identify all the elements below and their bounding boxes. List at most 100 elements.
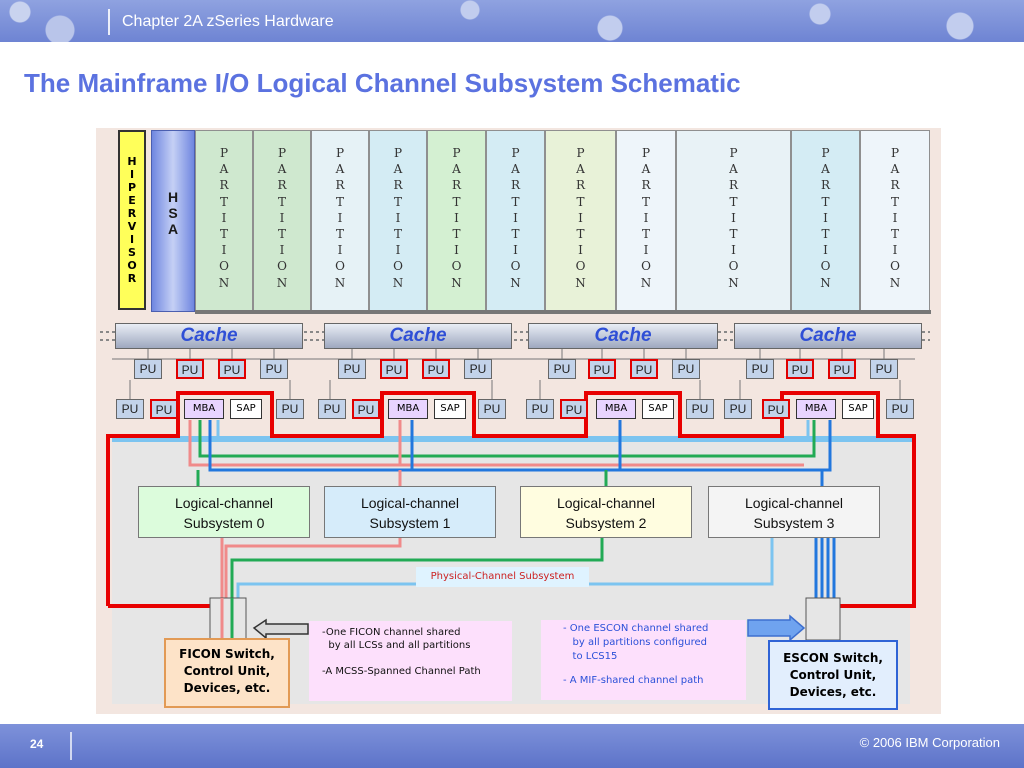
partition-letter: R <box>728 178 739 193</box>
partition-letter: I <box>731 210 736 225</box>
green-bus <box>198 420 816 458</box>
escon-switch-line2: Control Unit, <box>789 668 877 682</box>
pu-box: PU <box>338 359 366 379</box>
partition-letter: P <box>641 146 651 160</box>
partition-letter: T <box>641 227 650 242</box>
partition-letter: I <box>395 210 401 225</box>
lcs-0-line1: Logical-channel <box>174 495 274 511</box>
lcs-2-line2: Subsystem 2 <box>565 515 647 531</box>
copyright: © 2006 IBM Corporation <box>859 735 1000 750</box>
partition-letter: R <box>820 178 831 193</box>
partition-letter: P <box>219 146 229 160</box>
partition-letter: R <box>575 178 586 193</box>
hypervisor-letter: S <box>128 246 136 259</box>
partition-letter: I <box>454 243 459 258</box>
partition-letter: T <box>890 194 899 209</box>
ficon-note-line1: -One FICON channel shared <box>322 627 461 638</box>
physical-channel-subsystem-label: Physical-Channel Subsystem <box>416 567 589 587</box>
escon-channel-box <box>805 597 841 641</box>
partition-letter: P <box>393 146 403 160</box>
partition-letter: T <box>821 194 830 209</box>
pu-box: PU <box>318 399 346 419</box>
pu-box: PU <box>724 399 752 419</box>
ficon-note-line3: -A MCSS-Spanned Channel Path <box>322 666 481 677</box>
pu-box: PU <box>464 359 492 379</box>
partition-letter: P <box>821 146 830 160</box>
pu-box: PU <box>116 399 144 419</box>
partition-letter: I <box>643 210 649 225</box>
hsa-box: H S A <box>151 130 195 312</box>
pu-box: PU <box>560 399 588 419</box>
partition-letter: R <box>335 178 345 193</box>
partition-letter: A <box>219 162 229 177</box>
partition-letter: R <box>393 178 403 193</box>
pu-box: PU <box>886 399 914 419</box>
partition-letter: T <box>511 194 520 209</box>
partition-letter: O <box>335 259 345 274</box>
partition-letter: I <box>823 243 828 258</box>
cache-box: Cache <box>115 323 303 349</box>
pu-box: PU <box>630 359 658 379</box>
partition-letter: N <box>889 275 901 290</box>
partition-letter: I <box>337 243 343 258</box>
pu-box: PU <box>276 399 304 419</box>
lcs-2-line1: Logical-channel <box>556 495 656 511</box>
cache-box: Cache <box>734 323 922 349</box>
header-divider <box>108 9 110 35</box>
red-chain-path <box>106 391 916 608</box>
partition-letter: R <box>890 178 900 193</box>
partition-letter: A <box>641 162 651 177</box>
hypervisor-box: H I P E R V I S O R <box>118 130 146 310</box>
mba-box: MBA <box>596 399 636 419</box>
salmon-bus <box>188 420 402 467</box>
partition-letter: P <box>452 146 461 160</box>
partition-letter: I <box>454 210 459 225</box>
partition-letter: A <box>729 162 738 177</box>
partition-letter: T <box>393 227 402 242</box>
partition-letter: P <box>729 146 738 160</box>
pu-box: PU <box>786 359 814 379</box>
partition-letter: O <box>820 259 831 274</box>
partition-letter: T <box>277 227 286 242</box>
partition-letter: I <box>731 243 736 258</box>
escon-switch-line3: Devices, etc. <box>789 685 877 699</box>
partition-letter: I <box>892 243 898 258</box>
partition-letter: T <box>452 194 461 209</box>
partition-letter: I <box>221 243 227 258</box>
slide-title: The Mainframe I/O Logical Channel Subsys… <box>24 68 741 98</box>
partition-letter: I <box>221 210 227 225</box>
partition-letter: I <box>643 243 649 258</box>
pu-row2-stubs <box>129 380 901 399</box>
lcs-1-line2: Subsystem 1 <box>369 515 451 531</box>
partition-letter: I <box>892 210 898 225</box>
partition-letter: P <box>511 146 520 160</box>
partition-letter: I <box>279 210 285 225</box>
partition-letter: A <box>452 162 461 177</box>
lcs-1-box: Logical-channel Subsystem 1 <box>324 486 496 538</box>
chapter-title: Chapter 2A zSeries Hardware <box>122 13 334 30</box>
partition-letter: R <box>641 178 651 193</box>
pu-box: PU <box>150 399 178 419</box>
partition-letter: O <box>451 259 462 274</box>
partition-letter: N <box>392 275 404 290</box>
pu-box: PU <box>176 359 204 379</box>
partition-letter: I <box>337 210 343 225</box>
pu-box: PU <box>526 399 554 419</box>
partition-letter: T <box>452 227 461 242</box>
partition-letter: O <box>575 259 586 274</box>
partition-letter: A <box>511 162 520 177</box>
partition-letter: I <box>513 210 518 225</box>
partition-letter: A <box>335 162 345 177</box>
partition-letter: I <box>513 243 518 258</box>
partition-letter: A <box>576 162 585 177</box>
escon-switch-line1: ESCON Switch, <box>783 651 883 665</box>
escon-note-line1: - One ESCON channel shared <box>563 623 709 634</box>
partition-letter: O <box>890 259 900 274</box>
